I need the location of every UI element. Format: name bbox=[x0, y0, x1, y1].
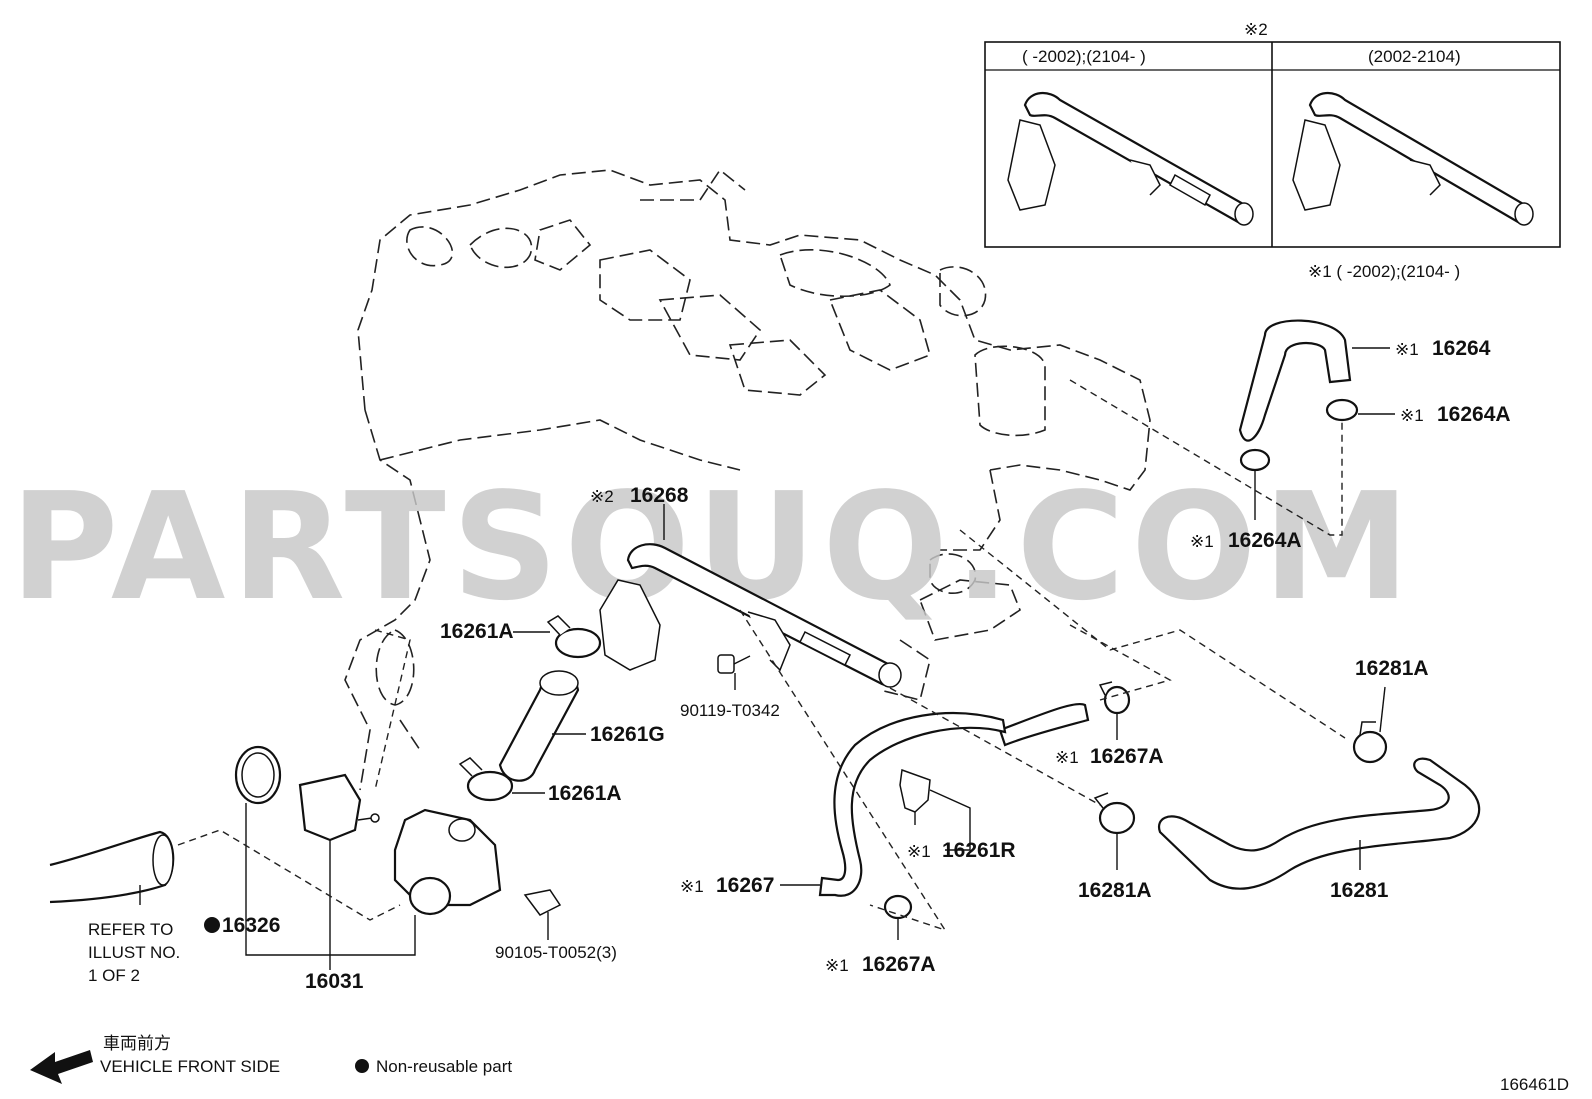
hose-16267 bbox=[818, 702, 1090, 897]
label-16261R: 16261R bbox=[942, 839, 1016, 862]
diagram-code: 166461D bbox=[1500, 1075, 1569, 1094]
label-16264-mark: ※1 bbox=[1395, 340, 1419, 359]
inset-pipe-left bbox=[1007, 92, 1254, 226]
label-16267: 16267 bbox=[716, 874, 774, 897]
clamp-16281A-upper bbox=[1352, 721, 1388, 764]
refer-line1: REFER TO bbox=[88, 920, 173, 939]
hose-16264 bbox=[1238, 319, 1352, 442]
engine-phantom-outline bbox=[344, 168, 1151, 791]
label-16261A-lower: 16261A bbox=[548, 782, 622, 805]
hose-16261G bbox=[498, 670, 580, 782]
label-16261R-mark: ※1 bbox=[907, 842, 931, 861]
label-16261A-upper: 16261A bbox=[440, 620, 514, 643]
variant-inset: ※2 ( -2002);(2104- ) (2002-2104) bbox=[984, 20, 1561, 248]
front-direction-arrow-icon bbox=[30, 1050, 93, 1084]
label-16268: 16268 bbox=[630, 484, 689, 507]
refer-line2: ILLUST NO. bbox=[88, 943, 180, 962]
gasket-16326 bbox=[234, 745, 282, 805]
label-16267A-right-mark: ※1 bbox=[1055, 748, 1079, 767]
clamp-16261A-lower bbox=[458, 757, 514, 802]
label-16261G: 16261G bbox=[590, 723, 665, 746]
legend-direction-en: VEHICLE FRONT SIDE bbox=[100, 1057, 280, 1076]
label-16281: 16281 bbox=[1330, 879, 1389, 902]
label-16264: 16264 bbox=[1432, 337, 1491, 360]
label-16267A-bottom: 16267A bbox=[862, 953, 936, 976]
clamp-16281A-lower bbox=[1093, 792, 1136, 835]
label-90119: 90119-T0342 bbox=[680, 701, 780, 720]
inset-right-header: (2002-2104) bbox=[1368, 47, 1461, 66]
label-16281A-lower: 16281A bbox=[1078, 879, 1152, 902]
legend-nonreusable: Non-reusable part bbox=[376, 1057, 512, 1076]
inset-marker: ※2 bbox=[1244, 20, 1268, 39]
label-16031: 16031 bbox=[305, 970, 364, 993]
thermostat-16031 bbox=[298, 773, 380, 842]
clamp-16267A-right bbox=[1098, 681, 1131, 715]
clamp-16264A-upper bbox=[1325, 398, 1359, 422]
bypass-pipe-16268 bbox=[599, 543, 902, 688]
label-90105: 90105-T0052(3) bbox=[495, 943, 617, 962]
inset-pipe-right bbox=[1292, 92, 1534, 226]
legend-direction-jp: 車両前方 bbox=[103, 1034, 171, 1053]
label-16326: 16326 bbox=[222, 914, 280, 937]
nonreusable-legend-dot bbox=[355, 1059, 369, 1073]
inset-left-header: ( -2002);(2104- ) bbox=[1022, 47, 1146, 66]
clamp-16267A-bottom bbox=[883, 894, 913, 920]
label-16267A-right: 16267A bbox=[1090, 745, 1164, 768]
refer-line3: 1 OF 2 bbox=[88, 966, 140, 985]
label-16267A-bottom-mark: ※1 bbox=[825, 956, 849, 975]
hose-16281 bbox=[1157, 757, 1481, 890]
label-16264A-upper: 16264A bbox=[1437, 403, 1511, 426]
clamp-16261A-upper bbox=[546, 615, 602, 659]
label-16268-mark: ※2 bbox=[590, 487, 614, 506]
bolt-90105 bbox=[523, 889, 562, 916]
label-16281A-upper: 16281A bbox=[1355, 657, 1429, 680]
radiator-hose-stub bbox=[49, 830, 175, 904]
watermark: PARTSOUQ.COM bbox=[10, 461, 1416, 633]
nonreusable-dot-16326 bbox=[204, 917, 220, 933]
label-16264A-lower-mark: ※1 bbox=[1190, 532, 1214, 551]
clamp-16264A-lower bbox=[1239, 448, 1271, 472]
label-16267-mark: ※1 bbox=[680, 877, 704, 896]
water-inlet-housing bbox=[393, 808, 502, 916]
label-16264A-lower: 16264A bbox=[1228, 529, 1302, 552]
footnote-1: ※1 ( -2002);(2104- ) bbox=[1308, 262, 1460, 281]
bolt-90119 bbox=[717, 654, 751, 674]
connector-16261R bbox=[899, 768, 931, 825]
label-16264A-upper-mark: ※1 bbox=[1400, 406, 1424, 425]
